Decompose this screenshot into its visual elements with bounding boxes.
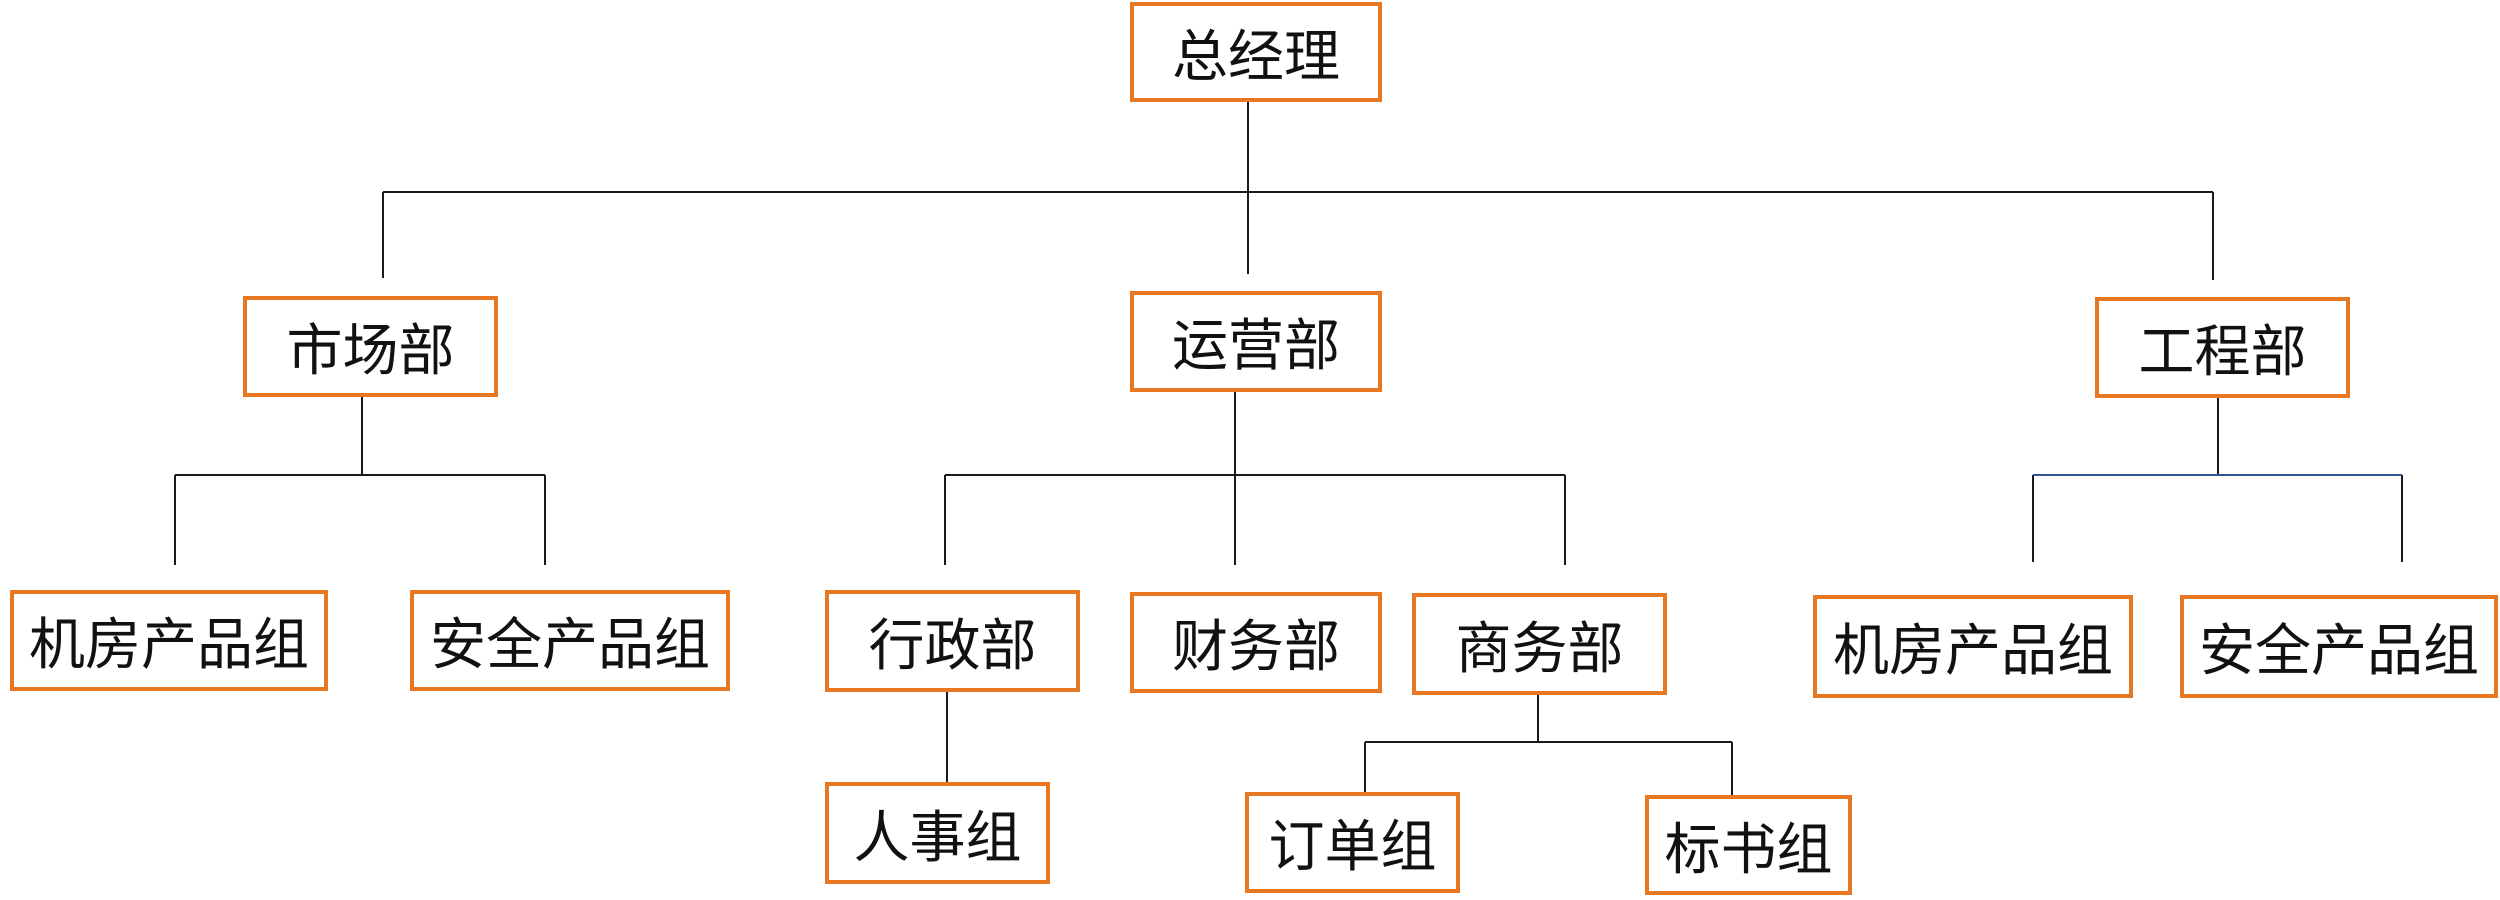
node-hr: 人事组 [825, 782, 1050, 884]
node-label: 订单组 [1268, 815, 1437, 880]
node-label: 运营部 [1172, 314, 1340, 379]
node-label: 安全产品组 [430, 613, 710, 678]
node-eng-room-product: 机房产品组 [1813, 595, 2133, 698]
node-label: 市场部 [286, 319, 455, 384]
node-operations: 运营部 [1130, 291, 1382, 392]
node-label: 机房产品组 [1833, 619, 2113, 684]
node-label: 标书组 [1664, 817, 1833, 883]
node-label: 商务部 [1455, 616, 1624, 682]
node-label: 总经理 [1172, 24, 1340, 90]
node-bidding: 标书组 [1645, 795, 1852, 895]
node-marketing: 市场部 [243, 296, 498, 397]
node-label: 财务部 [1172, 615, 1340, 680]
node-label: 人事组 [853, 805, 1022, 871]
node-admin: 行政部 [825, 590, 1080, 692]
node-ceo: 总经理 [1130, 2, 1382, 102]
node-engineering: 工程部 [2095, 297, 2350, 398]
node-finance: 财务部 [1130, 592, 1382, 693]
node-mkt-security-product: 安全产品组 [410, 590, 730, 691]
node-label: 行政部 [868, 613, 1037, 679]
node-label: 安全产品组 [2199, 619, 2479, 684]
node-commerce: 商务部 [1412, 593, 1667, 695]
node-label: 工程部 [2138, 320, 2307, 385]
node-orders: 订单组 [1245, 792, 1460, 893]
node-eng-security-product: 安全产品组 [2180, 595, 2498, 698]
node-label: 机房产品组 [29, 613, 309, 678]
node-mkt-room-product: 机房产品组 [10, 590, 328, 691]
